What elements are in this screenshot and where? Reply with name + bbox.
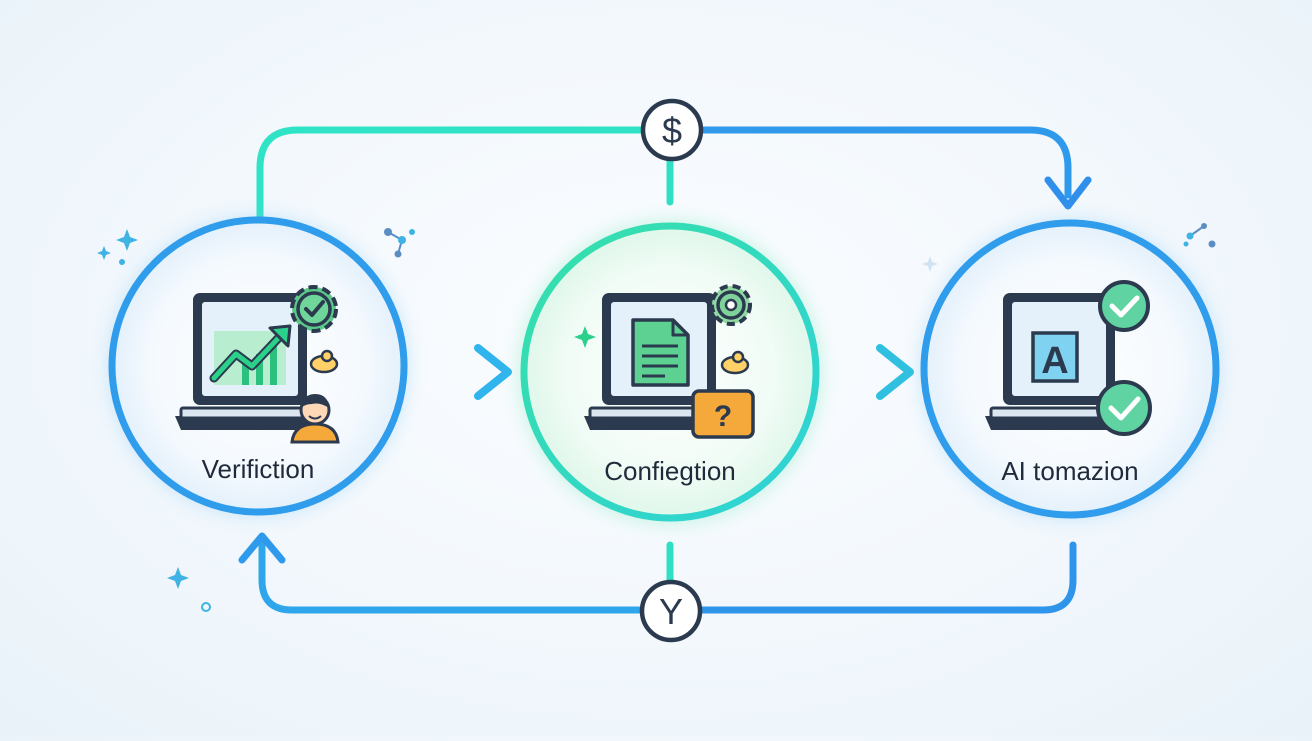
dot-icon <box>119 259 125 265</box>
node-automation: A AI tomazion <box>920 219 1220 519</box>
cloud-icon <box>309 349 339 374</box>
arrow-down-icon <box>1044 176 1092 210</box>
sparkle-icon <box>922 256 938 272</box>
question-badge-icon: ? <box>691 389 755 439</box>
laptop-letter-a-icon: A <box>985 293 1133 430</box>
node-label-verification: Verifiction <box>202 454 315 484</box>
dot-icon <box>201 602 211 612</box>
dollar-badge: $ <box>640 98 704 162</box>
connector-top <box>256 126 1092 226</box>
sparkle-icon <box>97 246 111 260</box>
arrow-configuration-to-automation <box>811 344 914 400</box>
node-network-icon <box>1183 223 1216 248</box>
y-symbol: Y <box>659 591 683 632</box>
arrow-right-icon <box>876 344 914 400</box>
node-verification: Verifiction <box>108 216 408 516</box>
arrow-verification-to-configuration <box>406 344 512 400</box>
connector-bottom <box>238 532 1077 614</box>
sparkle-icon <box>574 326 596 348</box>
check-circle-icon <box>1096 380 1152 436</box>
sparkle-icon <box>167 567 189 589</box>
user-avatar-icon <box>290 394 340 444</box>
gear-icon <box>710 284 752 326</box>
letter-a: A <box>1041 340 1068 382</box>
arrow-right-icon <box>474 344 512 400</box>
sparkle-icon <box>116 229 138 251</box>
node-network-icon <box>384 228 415 258</box>
dollar-symbol: $ <box>662 110 682 151</box>
y-badge: Y <box>639 579 703 643</box>
node-configuration: ? Confiegtion <box>518 220 822 524</box>
cloud-icon <box>720 350 750 375</box>
node-label-configuration: Confiegtion <box>604 456 736 486</box>
arrow-up-icon <box>238 532 286 564</box>
node-label-automation: AI tomazion <box>1001 456 1138 486</box>
laptop-document-icon <box>584 293 734 430</box>
check-circle-icon <box>1098 280 1150 332</box>
gear-check-icon <box>290 285 338 333</box>
sparkles-decoration <box>97 223 1216 612</box>
laptop-growth-chart-icon <box>175 293 325 430</box>
question-mark: ? <box>714 400 732 433</box>
